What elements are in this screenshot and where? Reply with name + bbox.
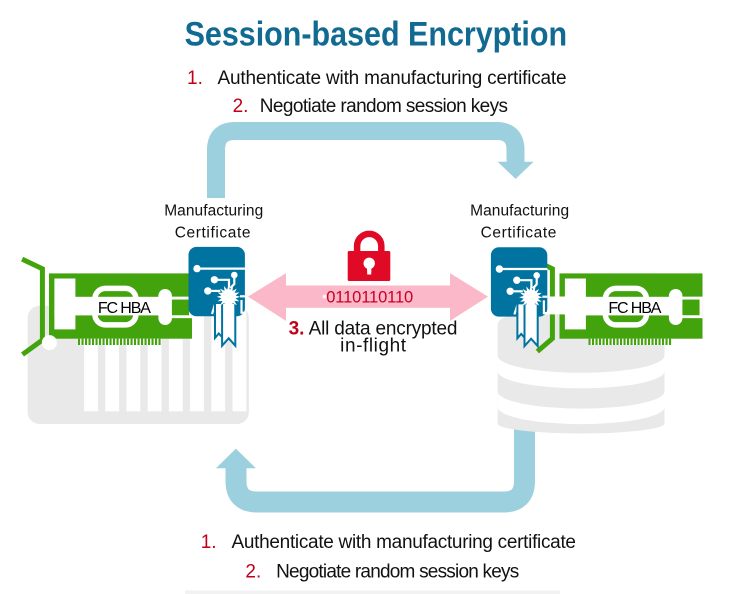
svg-text:Manufacturing: Manufacturing [470,202,569,219]
svg-text:in-flight: in-flight [340,336,407,357]
svg-text:All data encrypted: All data encrypted [309,318,458,339]
svg-text:Negotiate random session keys: Negotiate random session keys [260,96,508,117]
svg-text:Certificate: Certificate [175,224,251,241]
svg-text:Manufacturing: Manufacturing [164,202,263,219]
svg-text:0110110110: 0110110110 [326,289,413,307]
svg-text:Authenticate with manufacturin: Authenticate with manufacturing certific… [218,68,567,89]
svg-text:Negotiate random session keys: Negotiate random session keys [276,562,519,583]
svg-text:Certificate: Certificate [481,224,557,241]
svg-text:2.: 2. [233,96,249,117]
svg-text:2.: 2. [245,562,261,583]
svg-text:1.: 1. [201,532,217,553]
svg-text:Session-based Encryption: Session-based Encryption [185,15,568,53]
svg-text:1.: 1. [187,68,203,89]
svg-text:3.: 3. [289,318,305,339]
svg-text:Authenticate with manufacturin: Authenticate with manufacturing certific… [232,532,577,553]
